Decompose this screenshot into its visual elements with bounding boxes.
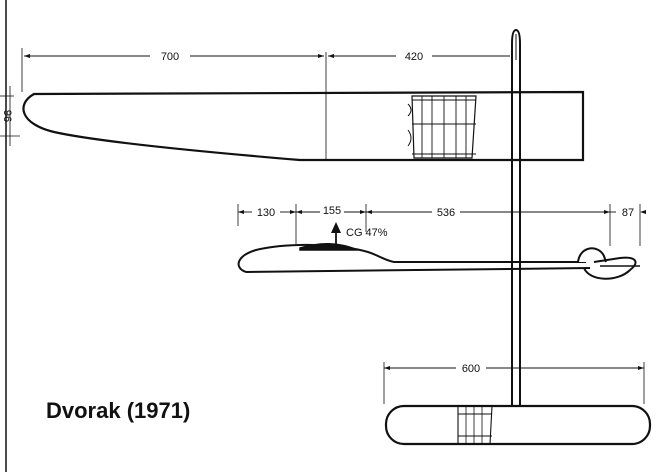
side-tail-label: 87: [622, 207, 634, 219]
wing-planform: [21, 48, 585, 162]
side-view-stabilizer: [583, 256, 637, 280]
wing-span-center-label: 420: [405, 51, 423, 63]
fuselage-boom: [511, 28, 521, 408]
cg-marker: CG 47%: [331, 222, 388, 250]
wing-chord-dimension: 96: [0, 86, 20, 146]
cg-arrow-icon: [331, 222, 341, 233]
drawing-title: Dvorak (1971): [46, 398, 191, 423]
side-view-fuselage: [237, 243, 640, 280]
wing-span-dimension: 700 420: [24, 51, 510, 63]
side-view-fin: [577, 247, 607, 263]
side-view-dimensions: 130 155 536 87: [237, 204, 646, 246]
wing-center-section: [407, 95, 477, 159]
stab-span-label: 600: [462, 363, 480, 375]
wing-chord-label: 96: [1, 110, 13, 122]
side-tail-arm-label: 536: [437, 207, 455, 219]
stabilizer-dimension: 600: [383, 362, 645, 404]
wing-span-outer-label: 700: [161, 51, 179, 63]
side-nose-label: 130: [257, 207, 275, 219]
stabilizer-planform: [384, 404, 652, 446]
cg-label: CG 47%: [346, 227, 388, 239]
side-cg-span-label: 155: [323, 205, 341, 217]
